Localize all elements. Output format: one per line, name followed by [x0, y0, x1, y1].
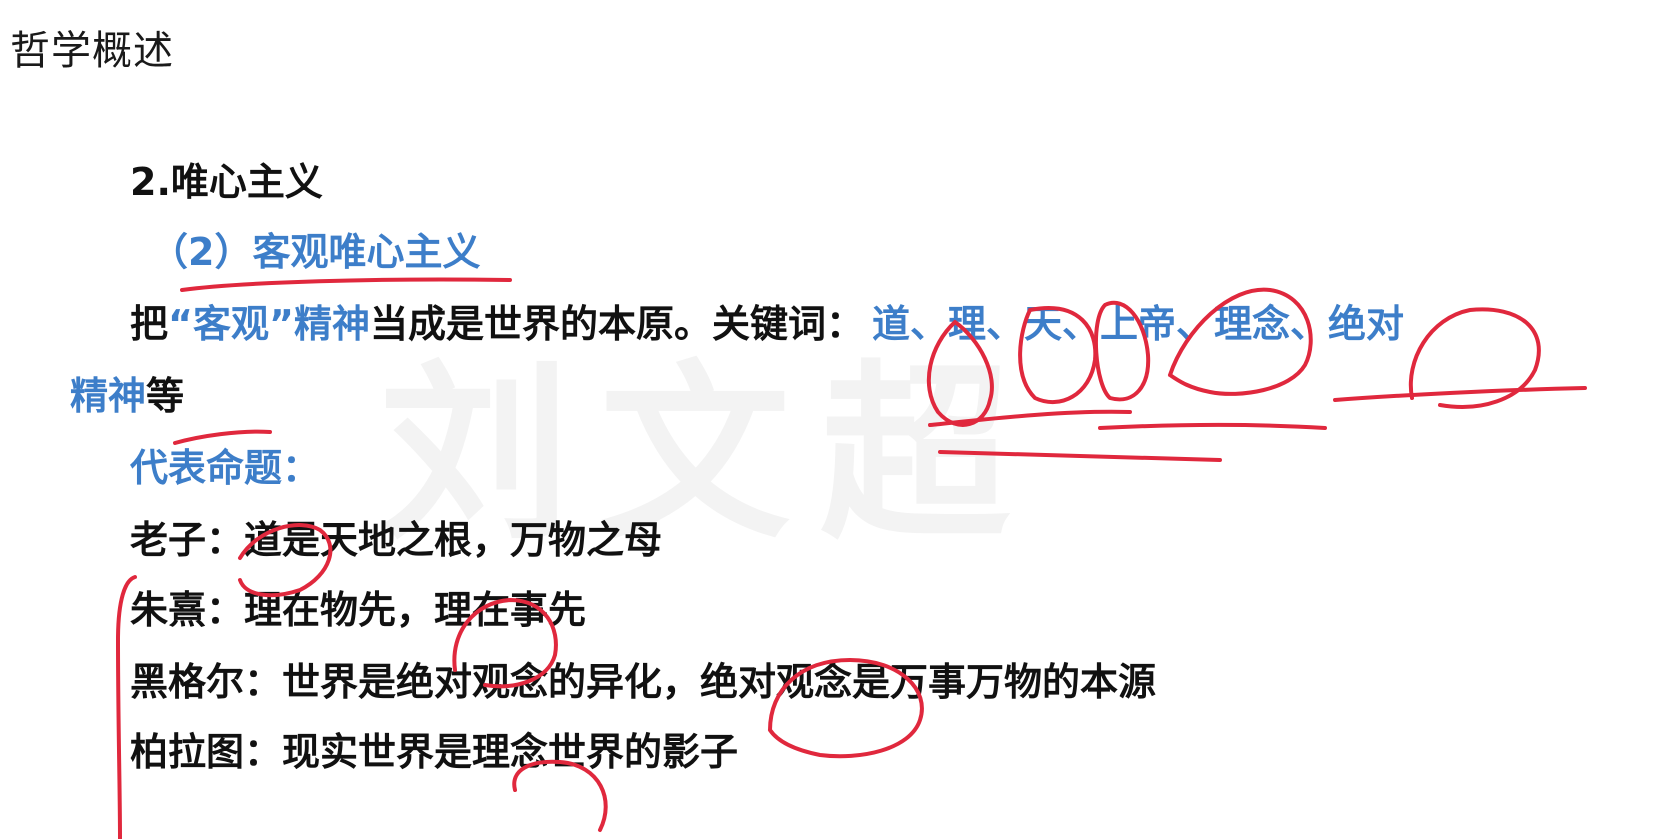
proposition-speaker: 老子	[130, 518, 207, 562]
proposition-speaker: 朱熹	[130, 588, 207, 632]
page-title: 哲学概述	[10, 28, 174, 74]
definition-keywords: 道、理、天、上帝、理念、绝对	[871, 302, 1404, 346]
definition-quoted: “客观”精神	[168, 302, 370, 346]
underline-keywords-3	[1333, 386, 1587, 402]
proposition-item: 柏拉图：现实世界是理念世界的影子	[130, 730, 738, 776]
definition-suffix: 等	[146, 374, 185, 418]
proposition-separator: ：	[206, 588, 245, 632]
proposition-item: 黑格尔：世界是绝对观念的异化，绝对观念是万事万物的本源	[130, 660, 1156, 706]
proposition-text: 现实世界是理念世界的影子	[282, 730, 739, 774]
underline-definition-suffix	[173, 429, 272, 445]
section-subheading: （2）客观唯心主义	[150, 230, 481, 274]
definition-middle: 当成是世界的本原。关键词：	[369, 302, 864, 346]
proposition-separator: ：	[244, 660, 283, 704]
proposition-speaker: 柏拉图	[130, 730, 245, 774]
proposition-item: 朱熹：理在物先，理在事先	[130, 588, 586, 634]
definition-prefix: 把	[130, 302, 169, 346]
proposition-separator: ：	[244, 730, 283, 774]
definition-line: 把“客观”精神当成是世界的本原。关键词：道、理、天、上帝、理念、绝对	[130, 302, 1404, 348]
underline-subheading	[180, 277, 512, 292]
circle-keyword-jueduijingshen	[1408, 307, 1541, 409]
proposition-text: 理在物先，理在事先	[244, 588, 587, 632]
definition-keywords-continued: 精神	[70, 374, 147, 418]
proposition-text: 道是天地之根，万物之母	[244, 518, 663, 562]
proposition-speaker: 黑格尔	[130, 660, 245, 704]
section-heading: 2.唯心主义	[130, 160, 323, 204]
proposition-separator: ：	[206, 518, 245, 562]
propositions-label: 代表命题：	[130, 446, 321, 490]
proposition-item: 老子：道是天地之根，万物之母	[130, 518, 662, 564]
watermark: 刘文超	[380, 344, 1041, 565]
proposition-text: 世界是绝对观念的异化，绝对观念是万事万物的本源	[282, 660, 1157, 704]
underline-keywords-2	[1098, 423, 1327, 430]
definition-line-2: 精神等	[70, 374, 184, 420]
